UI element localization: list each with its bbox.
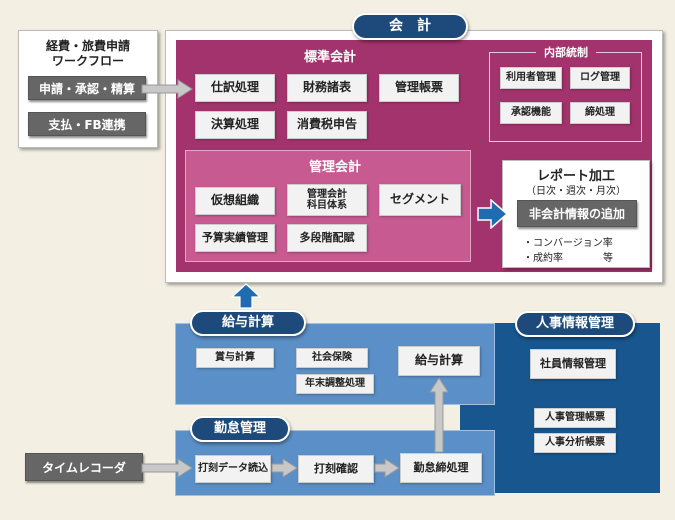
expense-workflow-title: 経費・旅費申請 ワークフロー — [45, 39, 130, 68]
accounting-title: 会 計 — [352, 13, 468, 40]
log-management-box[interactable]: ログ管理 — [570, 67, 630, 89]
standard-accounting-title: 標準会計 — [303, 50, 356, 65]
consumption-tax-box[interactable]: 消費税申告 — [287, 111, 367, 139]
segment-box[interactable]: セグメント — [379, 184, 461, 216]
approval-function-box[interactable]: 承認機能 — [500, 102, 562, 124]
closing-box[interactable]: 締処理 — [570, 102, 630, 124]
apply-approve-settle-button[interactable]: 申請・承認・精算 — [28, 76, 146, 100]
financial-statements-box[interactable]: 財務諸表 — [287, 74, 367, 102]
employee-info-box[interactable]: 社員情報管理 — [530, 349, 616, 379]
user-management-box[interactable]: 利用者管理 — [500, 67, 562, 89]
arrow-to-report — [477, 199, 509, 229]
internal-control-title: 内部統制 — [510, 44, 622, 60]
payroll-calc-box[interactable]: 給与計算 — [398, 346, 480, 376]
management-accounting-title: 管理会計 — [308, 160, 361, 175]
expense-workflow-panel: 経費・旅費申請 ワークフロー 申請・承認・精算 支払・FB連携 — [18, 30, 158, 148]
punch-check-box[interactable]: 打刻確認 — [298, 455, 374, 483]
attendance-title: 勤怠管理 — [190, 416, 290, 442]
arrow-workflow-to-journal — [141, 79, 193, 99]
virtual-organization-box[interactable]: 仮想組織 — [195, 187, 275, 215]
internal-control-panel — [489, 52, 642, 142]
social-insurance-box[interactable]: 社会保険 — [296, 348, 368, 368]
report-note-conversion: ・コンバージョン率 — [523, 238, 613, 249]
multi-stage-allocation-box[interactable]: 多段階配賦 — [287, 224, 367, 252]
bonus-calc-box[interactable]: 賞与計算 — [196, 348, 274, 368]
management-account-system-box[interactable]: 管理会計 科目体系 — [287, 184, 367, 216]
report-note-contract: ・成約率 等 — [523, 253, 613, 264]
closing-process-box[interactable]: 決算処理 — [195, 111, 275, 139]
hr-analysis-report-box[interactable]: 人事分析帳票 — [534, 433, 616, 453]
budget-actual-box[interactable]: 予算実績管理 — [195, 224, 275, 252]
hr-title: 人事情報管理 — [515, 311, 635, 337]
management-reports-box[interactable]: 管理帳票 — [379, 74, 459, 102]
hr-management-report-box[interactable]: 人事管理帳票 — [534, 408, 616, 428]
attendance-closing-box[interactable]: 勤怠締処理 — [400, 453, 482, 483]
payroll-title: 給与計算 — [190, 310, 306, 336]
add-non-accounting-info-button[interactable]: 非会計情報の追加 — [517, 200, 637, 227]
read-punch-data-box[interactable]: 打刻データ読込 — [195, 455, 271, 483]
time-recorder-button[interactable]: タイムレコーダ — [25, 453, 143, 481]
arrow-payroll-to-accounting — [231, 283, 261, 309]
year-end-adjustment-box[interactable]: 年末調整処理 — [296, 374, 374, 394]
journal-entry-box[interactable]: 仕訳処理 — [195, 74, 275, 102]
payment-fb-button[interactable]: 支払・FB連携 — [28, 112, 146, 136]
report-subtitle: （日次・週次・月次） — [526, 186, 626, 197]
report-title: レポート加工 — [536, 169, 615, 184]
